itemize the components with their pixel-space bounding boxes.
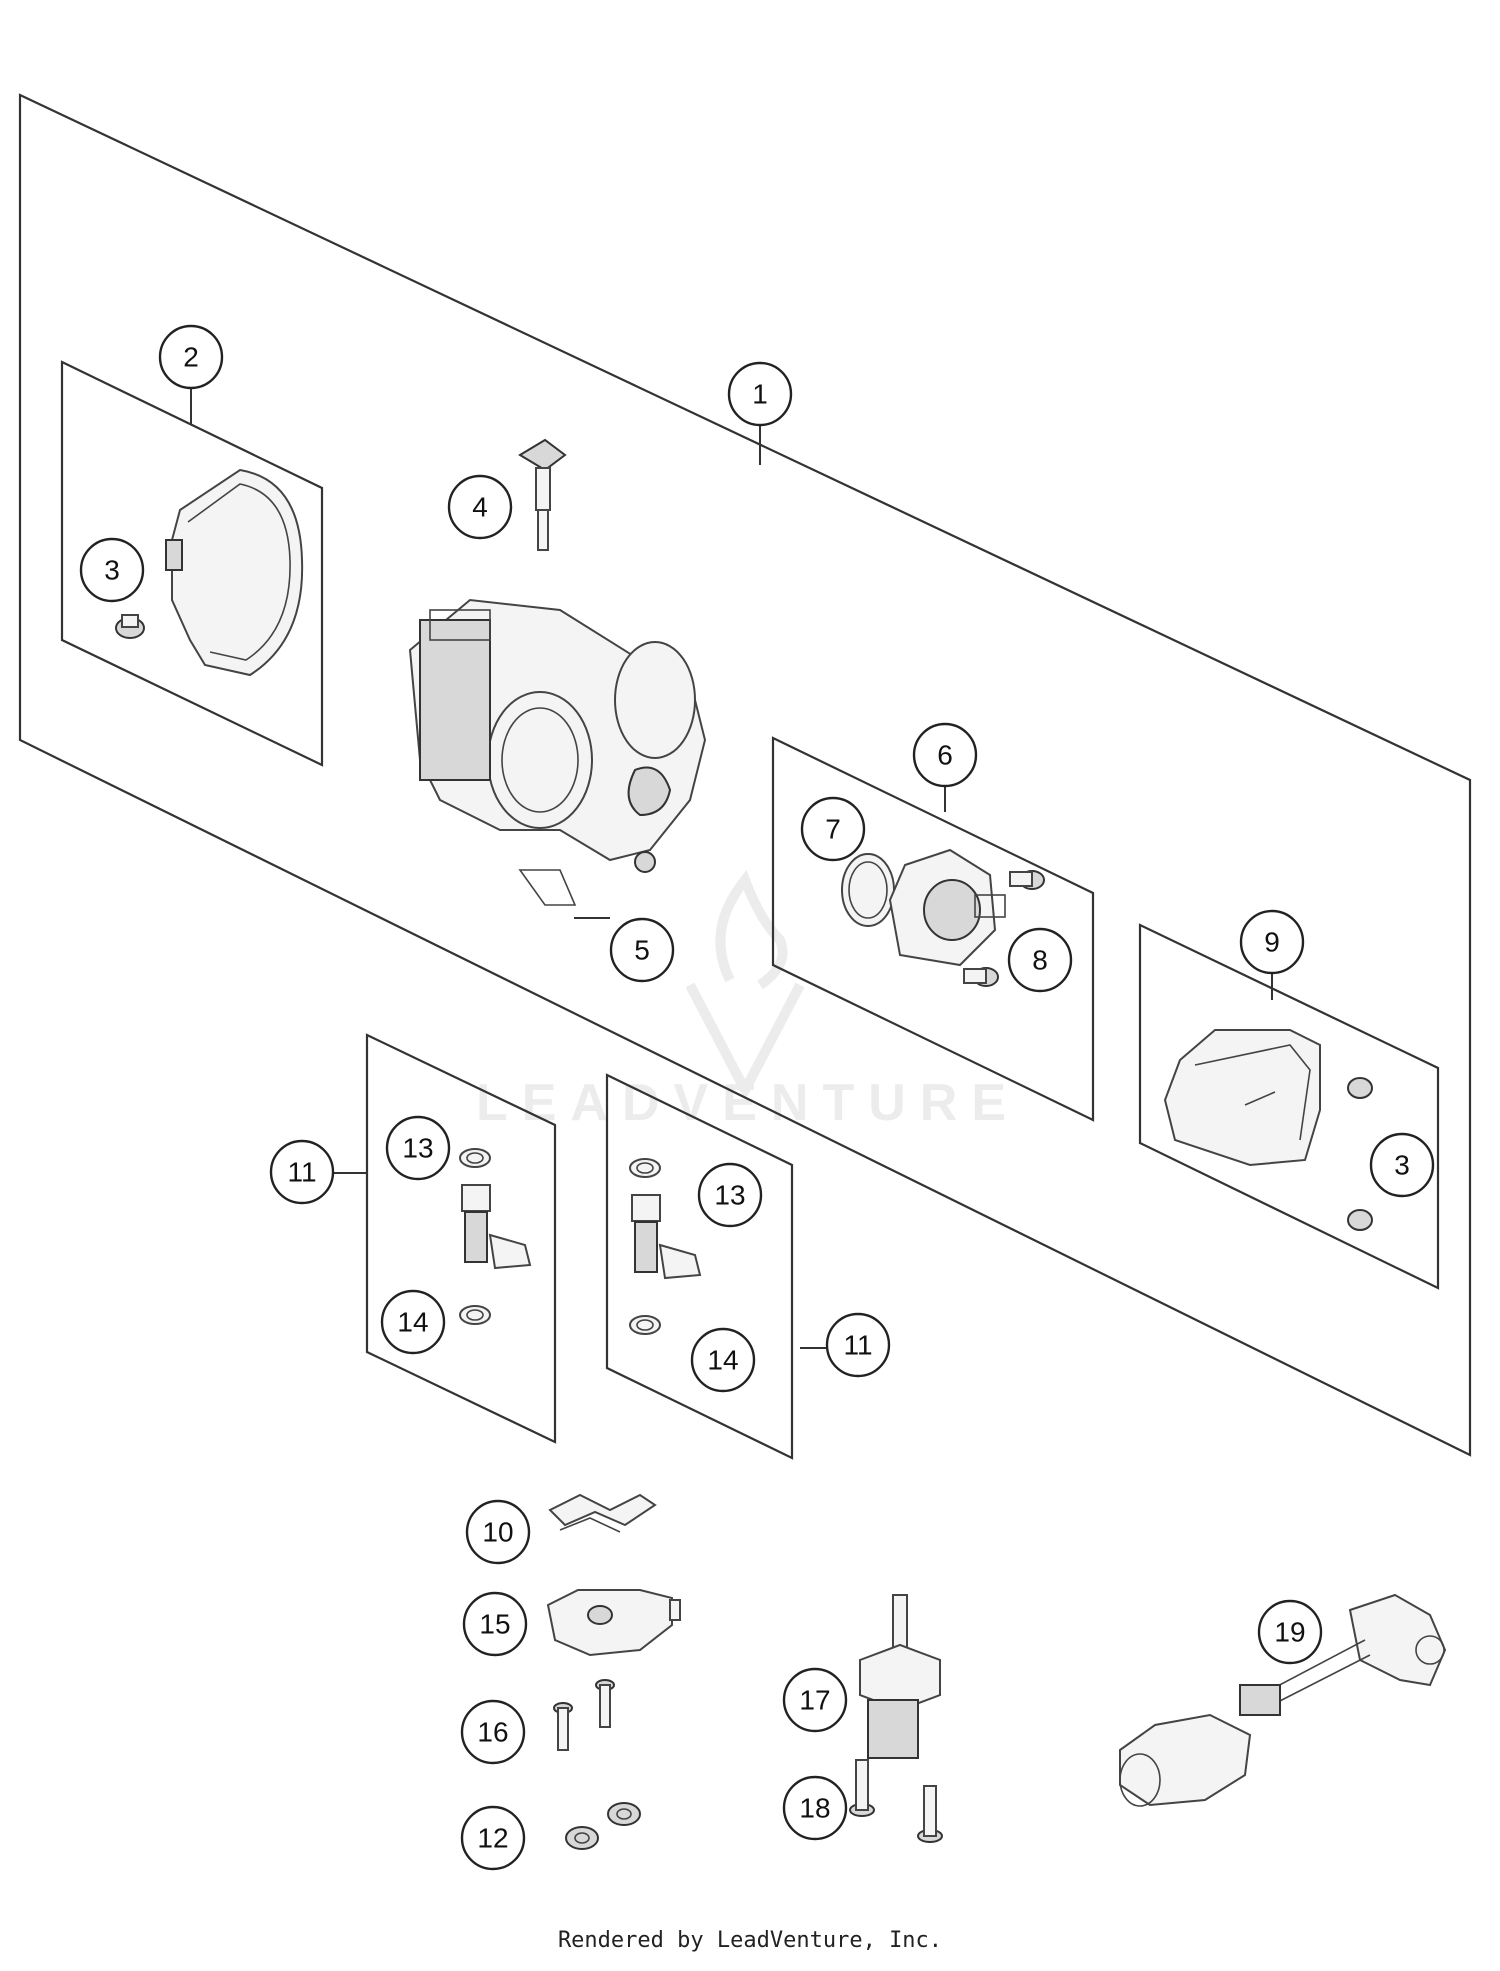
svg-text:8: 8 <box>1032 945 1048 976</box>
svg-text:17: 17 <box>799 1685 830 1716</box>
svg-text:19: 19 <box>1274 1617 1305 1648</box>
part-10-clips <box>548 1493 657 1533</box>
part-18-screws <box>849 1759 943 1843</box>
svg-text:7: 7 <box>825 814 841 845</box>
svg-text:14: 14 <box>397 1307 428 1338</box>
part-2-cover-gasket <box>165 468 304 677</box>
frame-group-6 <box>771 736 1095 1122</box>
frame-group-2 <box>60 360 324 767</box>
callout-7[interactable]: 7 <box>800 796 866 862</box>
callout-13-right[interactable]: 13 <box>697 1162 763 1228</box>
callout-11-left[interactable]: 11 <box>269 1139 335 1205</box>
callout-18[interactable]: 18 <box>782 1775 848 1841</box>
callout-4[interactable]: 4 <box>447 474 513 540</box>
svg-text:15: 15 <box>479 1609 510 1640</box>
part-15-fuel-rail <box>546 1589 681 1657</box>
svg-text:11: 11 <box>287 1157 316 1188</box>
part-4-adjusting-screw <box>518 438 567 551</box>
callout-3-left[interactable]: 3 <box>79 537 145 603</box>
svg-text:10: 10 <box>482 1517 513 1548</box>
part-11-injector-left <box>459 1148 532 1325</box>
callout-16[interactable]: 16 <box>460 1699 526 1765</box>
svg-text:4: 4 <box>472 492 488 523</box>
part-16-screws <box>553 1679 615 1751</box>
callout-1[interactable]: 1 <box>727 361 793 427</box>
callout-6[interactable]: 6 <box>912 722 978 788</box>
frame-group-11-right <box>605 1073 794 1460</box>
watermark-text: LEADVENTURE <box>476 1074 1020 1132</box>
svg-text:2: 2 <box>183 342 199 373</box>
callout-12[interactable]: 12 <box>460 1805 526 1871</box>
callout-14-left[interactable]: 14 <box>380 1289 446 1355</box>
svg-text:12: 12 <box>477 1823 508 1854</box>
part-19-sensor-cable <box>1119 1593 1447 1807</box>
callout-3-right[interactable]: 3 <box>1369 1132 1435 1198</box>
svg-text:3: 3 <box>1394 1150 1410 1181</box>
callout-13-left[interactable]: 13 <box>385 1115 451 1181</box>
callout-15[interactable]: 15 <box>462 1591 528 1657</box>
callout-8[interactable]: 8 <box>1007 927 1073 993</box>
svg-text:11: 11 <box>843 1330 872 1361</box>
svg-text:1: 1 <box>752 379 768 410</box>
frame-group-9 <box>1138 923 1440 1290</box>
watermark: LEADVENTURE <box>476 870 1020 1132</box>
callout-9[interactable]: 9 <box>1239 909 1305 975</box>
leader-lines <box>190 385 1273 1349</box>
part-8-throttle-sensor <box>888 848 1045 987</box>
part-5-throttle-body <box>408 598 707 906</box>
part-12-nuts <box>565 1802 641 1850</box>
part-17-sensor <box>859 1594 941 1759</box>
part-3-screw-left <box>115 614 145 639</box>
svg-text:3: 3 <box>104 555 120 586</box>
callout-10[interactable]: 10 <box>465 1499 531 1565</box>
svg-text:14: 14 <box>707 1345 738 1376</box>
svg-text:5: 5 <box>634 935 650 966</box>
svg-text:6: 6 <box>937 740 953 771</box>
leadventure-logo-icon <box>685 870 805 1101</box>
part-9-cover <box>1163 1029 1373 1231</box>
svg-text:9: 9 <box>1264 927 1280 958</box>
callout-14-right[interactable]: 14 <box>690 1327 756 1393</box>
svg-text:18: 18 <box>799 1793 830 1824</box>
callout-11-right[interactable]: 11 <box>825 1312 891 1378</box>
callout-5[interactable]: 5 <box>609 917 675 983</box>
callout-19[interactable]: 19 <box>1257 1599 1323 1665</box>
callout-2[interactable]: 2 <box>158 324 224 390</box>
assembly-frame-1 <box>18 93 1472 1457</box>
part-7-o-ring <box>841 853 895 927</box>
callout-17[interactable]: 17 <box>782 1667 848 1733</box>
footer-credit: Rendered by LeadVenture, Inc. <box>557 1928 943 1953</box>
svg-text:16: 16 <box>477 1717 508 1748</box>
svg-text:13: 13 <box>402 1133 433 1164</box>
part-11-injector-right <box>629 1158 702 1335</box>
frame-group-11-left <box>365 1033 557 1444</box>
svg-text:13: 13 <box>714 1180 745 1211</box>
